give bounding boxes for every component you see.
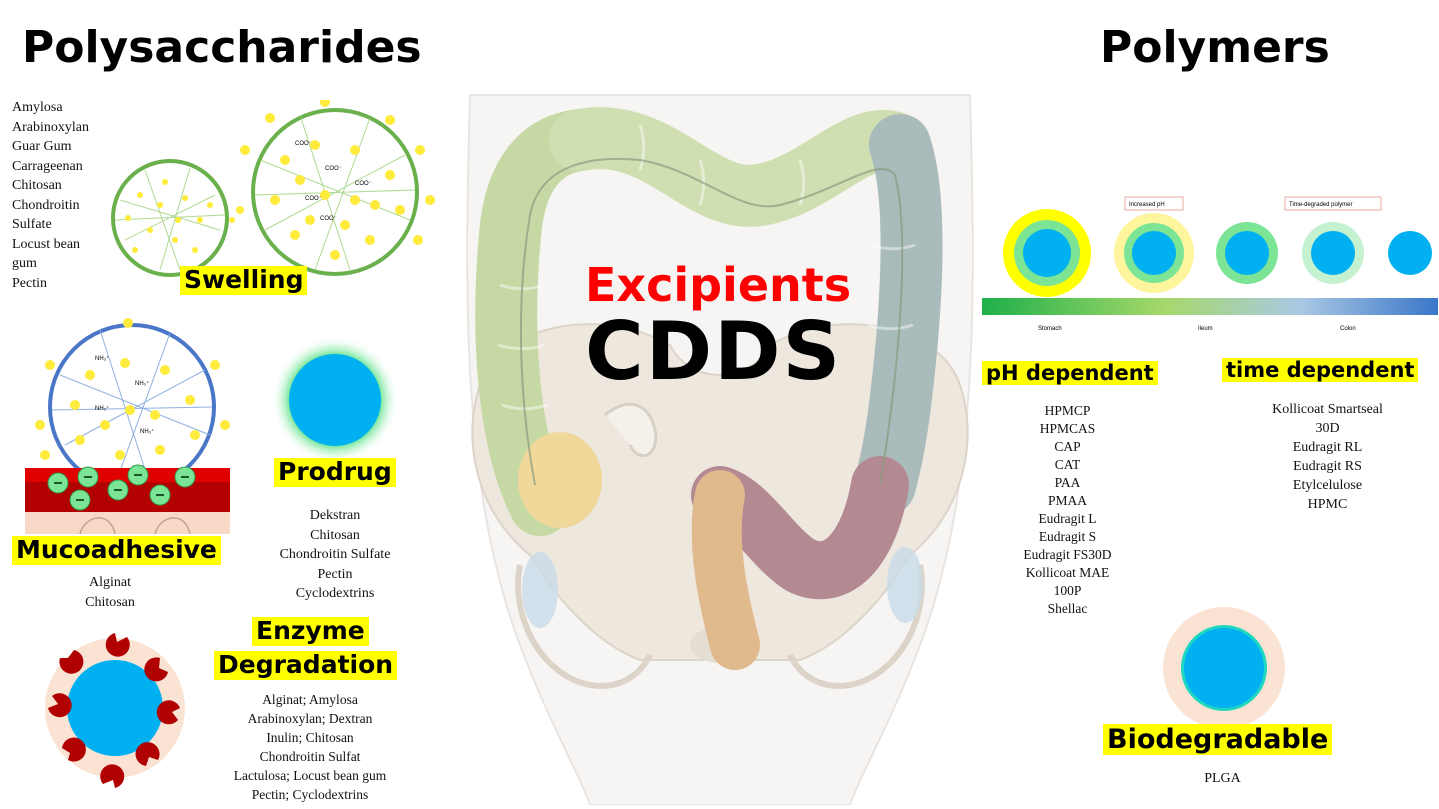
excipients-title: Excipients — [585, 258, 852, 312]
list-item: Dekstran — [309, 508, 361, 523]
list-item: Guar Gum — [12, 139, 72, 154]
list-item: Chitosan — [12, 178, 62, 193]
biodegradable-label: Biodegradable — [1103, 724, 1333, 756]
prodrug-list: Dekstran Chitosan Chondroitin Sulfate Pe… — [255, 506, 415, 604]
gel-label: COO⁻ — [325, 166, 342, 172]
list-item: Inulin; Chitosan — [266, 730, 354, 745]
region-colon: Colon — [1340, 326, 1356, 332]
biodegradable-particle — [1163, 607, 1285, 729]
biodegradable-list: PLGA — [1170, 769, 1275, 789]
cdds-title: CDDS — [585, 305, 843, 398]
list-item: Pectin — [317, 566, 353, 582]
gel-label: NH₃⁺ — [95, 405, 109, 412]
polysaccharides-title: Polysaccharides — [22, 22, 422, 73]
gel-label: COO⁻ — [295, 141, 312, 147]
list-item: Cyclodextrins — [295, 586, 375, 601]
enzyme-list: Alginat; Amylosa Arabinoxylan; Dextran I… — [210, 690, 410, 804]
list-item: Chitosan — [85, 594, 135, 610]
enzyme-label-line1: Enzyme — [252, 616, 369, 646]
gel-label: NH₃⁺ — [95, 355, 109, 362]
polymers-title: Polymers — [1100, 22, 1330, 73]
time-dependent-list: Kollicoat Smartseal 30D Eudragit RL Eudr… — [1250, 400, 1405, 514]
list-item: Shellac — [1047, 601, 1088, 616]
list-item: Eudragit RL — [1292, 440, 1363, 455]
list-item: Eudragit L — [1038, 511, 1097, 526]
list-item: HPMC — [1307, 497, 1348, 512]
list-item: CAT — [1054, 457, 1081, 472]
list-item: Pectin — [12, 275, 47, 291]
enzyme-particle — [45, 633, 185, 788]
list-item: Chitosan — [310, 527, 360, 543]
callout-increased-ph: Increased pH — [1129, 202, 1165, 208]
list-item: Amylosa — [12, 100, 63, 115]
swelling-illustration: COO⁻ COO⁻ COO⁻ COO⁻ COO⁻ — [111, 100, 435, 277]
swelling-list: Amylosa Arabinoxylan Guar Gum Carrageena… — [12, 98, 89, 293]
region-stomach: Stomach — [1038, 326, 1062, 332]
list-item: CAP — [1054, 439, 1081, 454]
mucoadhesive-list: Alginat Chitosan — [60, 573, 160, 612]
gel-label: COO⁻ — [355, 181, 372, 187]
list-item: Kollicoat Smartseal — [1272, 402, 1383, 417]
list-item: Carrageenan — [12, 158, 83, 174]
gel-label: NH₃⁺ — [135, 380, 149, 387]
enzyme-label-line2: Degradation — [214, 650, 398, 680]
mucoadhesive-label: Mucoadhesive — [12, 535, 221, 565]
list-item: Chondroitin — [12, 197, 80, 213]
list-item: Chondroitin Sulfat — [259, 749, 361, 764]
time-dependent-label: time dependent — [1222, 358, 1419, 383]
list-item: Lactulosa; Locust bean gum — [233, 768, 387, 783]
list-item: Etylcelulose — [1292, 478, 1363, 493]
gel-label: COO⁻ — [305, 196, 322, 202]
gel-label: COO⁻ — [320, 216, 337, 222]
list-item: Locust bean — [12, 236, 81, 252]
list-item: HPMCAS — [1039, 421, 1096, 436]
gel-label: NH₃⁺ — [140, 428, 154, 435]
list-item: 100P — [1053, 583, 1082, 598]
list-item: Chondroitin Sulfate — [279, 547, 391, 562]
list-item: Sulfate — [12, 217, 52, 232]
list-item: Alginat; Amylosa — [262, 692, 358, 707]
ph-dependent-label: pH dependent — [982, 361, 1158, 386]
prodrug-particle — [271, 336, 399, 464]
list-item: gum — [12, 256, 37, 271]
list-item: PAA — [1054, 475, 1081, 490]
list-item: Eudragit FS30D — [1023, 547, 1112, 562]
mucoadhesive-illustration: NH₃⁺ NH₃⁺ NH₃⁺ NH₃⁺ — [25, 318, 230, 535]
list-item: Arabinoxylan — [12, 119, 89, 135]
list-item: Eudragit S — [1038, 529, 1097, 544]
ph-gradient-diagram: Increased pH Time-degraded polymer Stoma… — [982, 196, 1438, 332]
callout-time-degraded: Time-degraded polymer — [1289, 202, 1352, 208]
list-item: PMAA — [1047, 493, 1087, 508]
ph-dependent-list: HPMCP HPMCAS CAP CAT PAA PMAA Eudragit L… — [1000, 402, 1135, 618]
list-item: Alginat — [89, 575, 131, 590]
list-item: Eudragit RS — [1293, 459, 1362, 474]
list-item: Pectin; Cyclodextrins — [251, 787, 369, 802]
list-item: HPMCP — [1044, 403, 1091, 418]
region-ileum: Ileum — [1198, 326, 1213, 332]
list-item: Kollicoat MAE — [1025, 565, 1110, 580]
list-item: PLGA — [1204, 771, 1241, 786]
prodrug-label: Prodrug — [274, 457, 396, 487]
list-item: Arabinoxylan; Dextran — [247, 711, 373, 726]
list-item: 30D — [1315, 421, 1340, 436]
swelling-label: Swelling — [180, 265, 308, 295]
colon-illustration — [466, 94, 974, 805]
